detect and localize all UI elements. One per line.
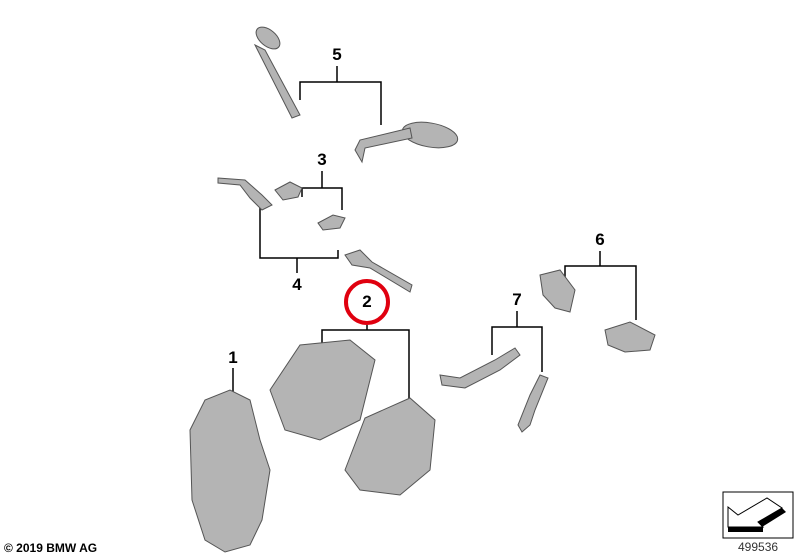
part-7-brackets[interactable] [439, 347, 549, 433]
callout-5[interactable]: 5 [332, 45, 342, 64]
part-4-levers[interactable] [217, 177, 413, 293]
copyright: © 2019 BMW AG [4, 541, 98, 555]
callout-7[interactable]: 7 [512, 290, 522, 309]
highlight-circle [344, 279, 390, 325]
part-1-engine-cover[interactable] [189, 389, 271, 553]
callout-1[interactable]: 1 [228, 348, 238, 367]
part-3-reservoirs[interactable] [274, 181, 346, 231]
callout-2[interactable]: 2 [362, 292, 372, 311]
callout-6[interactable]: 6 [595, 230, 605, 249]
callout-lines [232, 66, 637, 400]
part-6-footpegs[interactable] [539, 269, 656, 353]
part-5-mirrors[interactable] [252, 23, 460, 164]
callout-4[interactable]: 4 [292, 275, 302, 294]
part-2-cylinder-covers[interactable] [269, 339, 436, 496]
callout-3[interactable]: 3 [317, 150, 327, 169]
arrow-left-down-icon[interactable] [722, 491, 794, 539]
diagram-number: 499536 [738, 540, 779, 554]
part-shapes [189, 23, 656, 553]
